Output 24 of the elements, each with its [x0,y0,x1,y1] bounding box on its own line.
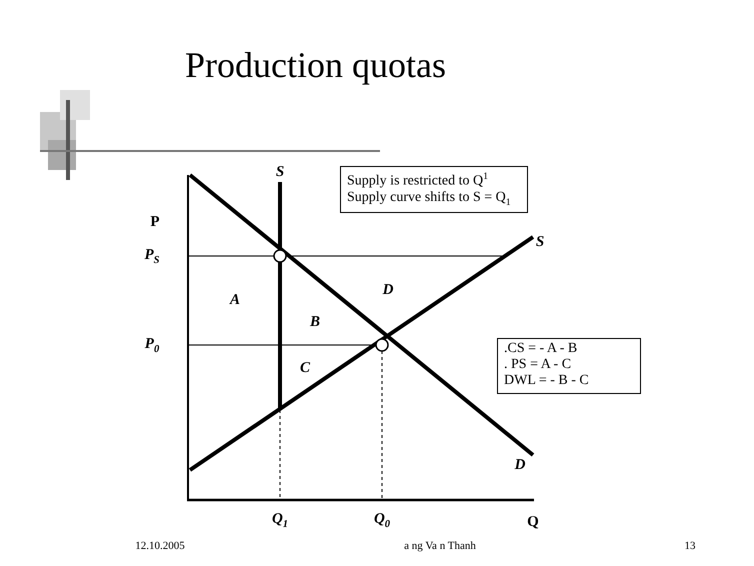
axis-label: P [150,214,160,230]
slide-title: Production quotas [185,44,446,86]
curve-label: S [536,234,544,250]
note-text: Supply is restricted to Q$^{1}$ [347,170,490,190]
area-label: B [310,314,320,330]
note-text: DWL = - B - C [504,373,590,389]
area-label: C [300,360,310,376]
author-text: a ng Va n Thanh [404,539,476,554]
date-text: 12.10.2005 [135,539,185,554]
price-label: P$_{S}$ [144,247,160,268]
quantity-label: Q$_{0}$ [374,511,390,532]
curve-label: D [514,457,526,473]
note-box [497,338,641,394]
note-box [340,166,528,214]
area-label: A [230,292,240,308]
page-number: 13 [684,539,696,554]
curve-label: S [276,164,284,180]
note-text: Supply curve shifts to S = Q$_{1}$ [347,190,512,210]
note-text: .CS = - A - B [504,341,578,357]
area-label: D [382,282,394,298]
axis-label: Q [527,514,539,530]
quantity-label: Q$_{1}$ [272,511,288,532]
note-text: . PS = A - C [504,357,572,373]
price-label: P$_{0}$ [144,336,160,357]
